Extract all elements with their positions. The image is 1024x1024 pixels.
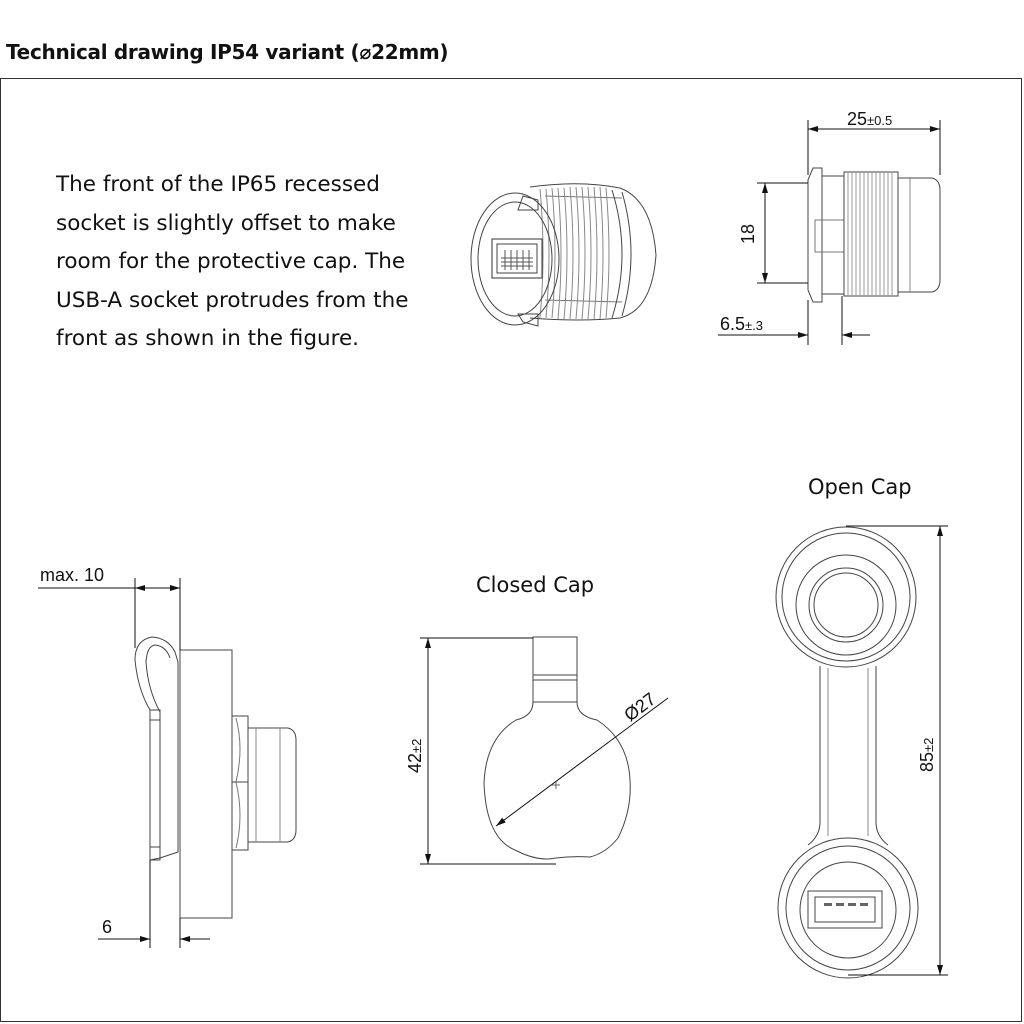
flange-dimension: 6 bbox=[102, 917, 112, 937]
usb-a-port-contacts bbox=[824, 903, 868, 906]
panel-mount-view bbox=[134, 636, 297, 919]
socket-perspective-view bbox=[470, 183, 657, 327]
open-cap-label: Open Cap bbox=[808, 475, 912, 499]
panel-mount-dimensions bbox=[38, 578, 210, 948]
open-cap-view bbox=[775, 526, 919, 979]
side-thread-ridges bbox=[847, 172, 893, 296]
closed-cap-label: Closed Cap bbox=[476, 573, 595, 597]
page-title: Technical drawing IP54 variant (⌀22mm) bbox=[6, 40, 449, 64]
open-length-dimension: 85±2 bbox=[917, 738, 937, 772]
max-panel-dimension: max. 10 bbox=[40, 565, 104, 585]
socket-side-view bbox=[807, 167, 941, 303]
front-offset-dimension: 6.5±.3 bbox=[720, 314, 763, 334]
description-text: The front of the IP65 recessed socket is… bbox=[56, 172, 409, 351]
thread-ridges bbox=[539, 186, 610, 320]
length-dimension: 25±0.5 bbox=[847, 109, 892, 129]
closed-cap-dimensions bbox=[420, 637, 669, 865]
height-dimension: 18 bbox=[738, 224, 758, 244]
cap-diameter-dimension: Ø27 bbox=[620, 689, 659, 725]
cap-height-dimension: 42±2 bbox=[405, 739, 425, 773]
drawing-frame bbox=[0, 78, 1022, 1022]
open-cap-dimensions bbox=[846, 525, 948, 976]
usb-a-contacts bbox=[501, 250, 533, 270]
closed-cap-view bbox=[483, 636, 631, 860]
side-view-dimensions bbox=[718, 120, 941, 345]
